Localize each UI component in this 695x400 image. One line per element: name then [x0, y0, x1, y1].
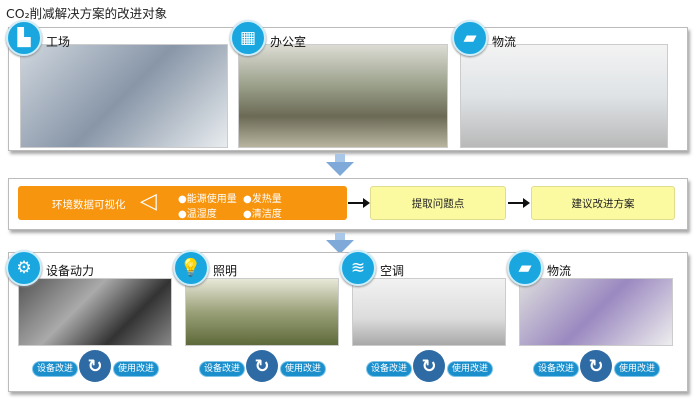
- visualize-step: 环境数据可视化 ◁ ●能源使用量 ●发热量 ●温湿度 ●清洁度: [18, 186, 347, 220]
- solution-label-equipment-power: 设备动力: [46, 264, 95, 278]
- arrow-right-icon: [508, 198, 530, 208]
- eye-icon: ◁: [140, 189, 157, 214]
- target-label-factory: 工场: [46, 35, 71, 49]
- robot-arm-icon: ⚙: [6, 250, 42, 286]
- target-label-logistics: 物流: [492, 35, 517, 49]
- extract-issues-step: 提取问题点: [370, 186, 506, 220]
- equipment-power-photo: [18, 278, 172, 346]
- down-arrow-icon: [326, 240, 354, 254]
- logistics-photo: [460, 44, 668, 148]
- usage-improvement-button[interactable]: 使用改进: [447, 361, 494, 377]
- improvement-cycle-icon: ↻: [413, 350, 445, 382]
- lighting-photo: [185, 278, 339, 346]
- office-photo: [238, 44, 448, 148]
- page-title: CO₂削减解决方案的改进对象: [6, 6, 168, 21]
- light-bulb-icon: 💡: [173, 250, 209, 286]
- equipment-improvement-button[interactable]: 设备改进: [32, 361, 79, 377]
- factory-photo: [20, 44, 228, 148]
- metric-humidity: ●温湿度: [178, 209, 217, 220]
- solution-label-logistics: 物流: [547, 264, 572, 278]
- truck-icon: ▰: [507, 250, 543, 286]
- solution-label-lighting: 照明: [213, 264, 238, 278]
- metric-energy: ●能源使用量: [178, 194, 237, 205]
- metric-heat: ●发热量: [243, 194, 282, 205]
- down-arrow-icon: [326, 162, 354, 176]
- equipment-improvement-button[interactable]: 设备改进: [366, 361, 413, 377]
- equipment-improvement-button[interactable]: 设备改进: [199, 361, 246, 377]
- arrow-right-icon: [348, 198, 370, 208]
- usage-improvement-button[interactable]: 使用改进: [113, 361, 160, 377]
- metric-cleanliness: ●清洁度: [243, 209, 282, 220]
- equipment-improvement-button[interactable]: 设备改进: [533, 361, 580, 377]
- air-conditioning-photo: [352, 278, 506, 346]
- usage-improvement-button[interactable]: 使用改进: [614, 361, 661, 377]
- improvement-cycle-icon: ↻: [79, 350, 111, 382]
- arrow-stem: [335, 233, 345, 241]
- usage-improvement-button[interactable]: 使用改进: [280, 361, 327, 377]
- visualize-label: 环境数据可视化: [52, 199, 126, 211]
- logistics-photo: [519, 278, 673, 346]
- office-building-icon: ▦: [230, 20, 266, 56]
- target-label-office: 办公室: [270, 35, 307, 49]
- factory-icon: ▙: [6, 20, 42, 56]
- propose-improvements-step: 建议改进方案: [531, 186, 675, 220]
- arrow-stem: [335, 154, 345, 162]
- truck-icon: ▰: [452, 20, 488, 56]
- solution-label-air-conditioning: 空调: [380, 264, 405, 278]
- improvement-cycle-icon: ↻: [580, 350, 612, 382]
- improvement-cycle-icon: ↻: [246, 350, 278, 382]
- air-conditioner-icon: ≋: [340, 250, 376, 286]
